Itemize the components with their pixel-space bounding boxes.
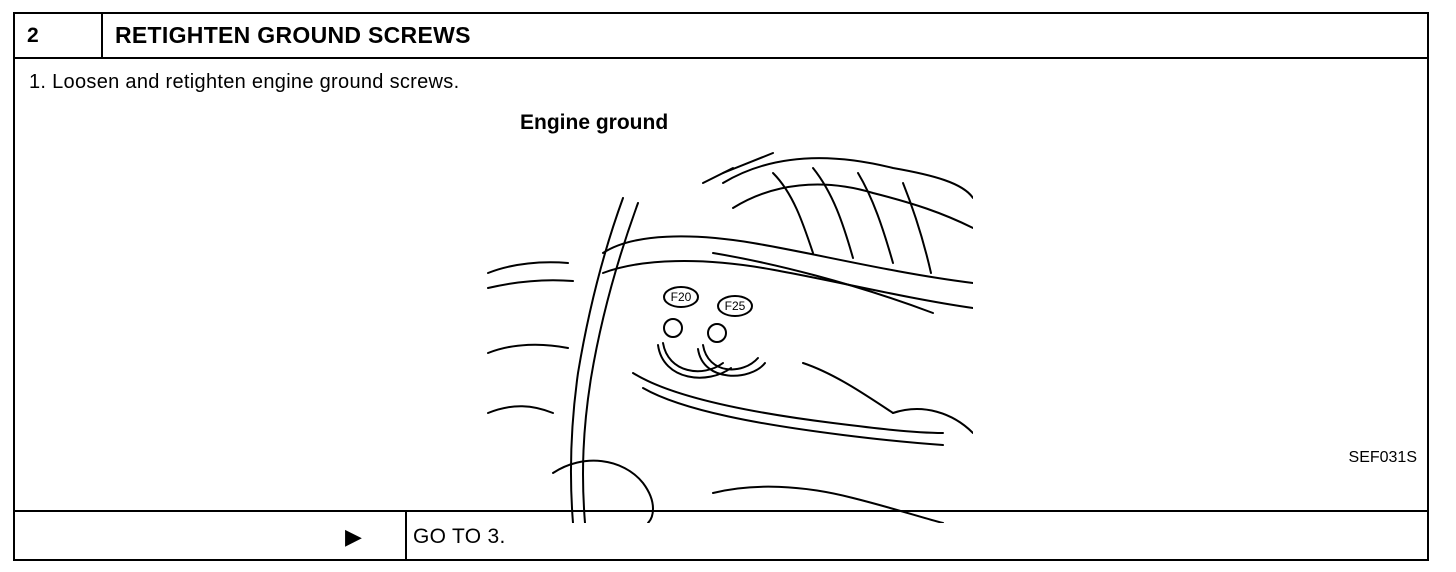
step-header: 2 RETIGHTEN GROUND SCREWS [15,14,1427,59]
engine-ground-illustration: F20 F25 [487,152,973,523]
step-title: RETIGHTEN GROUND SCREWS [115,22,471,48]
figure-label: Engine ground [520,111,669,134]
step-body: 1. Loosen and retighten engine ground sc… [15,59,1427,523]
callout-f25: F25 [725,299,746,313]
step-number: 2 [15,14,103,57]
instruction-text: 1. Loosen and retighten engine ground sc… [29,71,460,93]
play-arrow-icon: ▶ [345,524,362,549]
procedure-table: 2 RETIGHTEN GROUND SCREWS 1. Loosen and … [13,12,1429,561]
figure-code: SEF031S [1348,449,1417,466]
arrow-cell: ▶ [15,512,407,561]
goto-action[interactable]: GO TO 3. [413,525,506,548]
callout-f20: F20 [671,290,692,304]
next-step-row: ▶ GO TO 3. [15,510,1427,561]
